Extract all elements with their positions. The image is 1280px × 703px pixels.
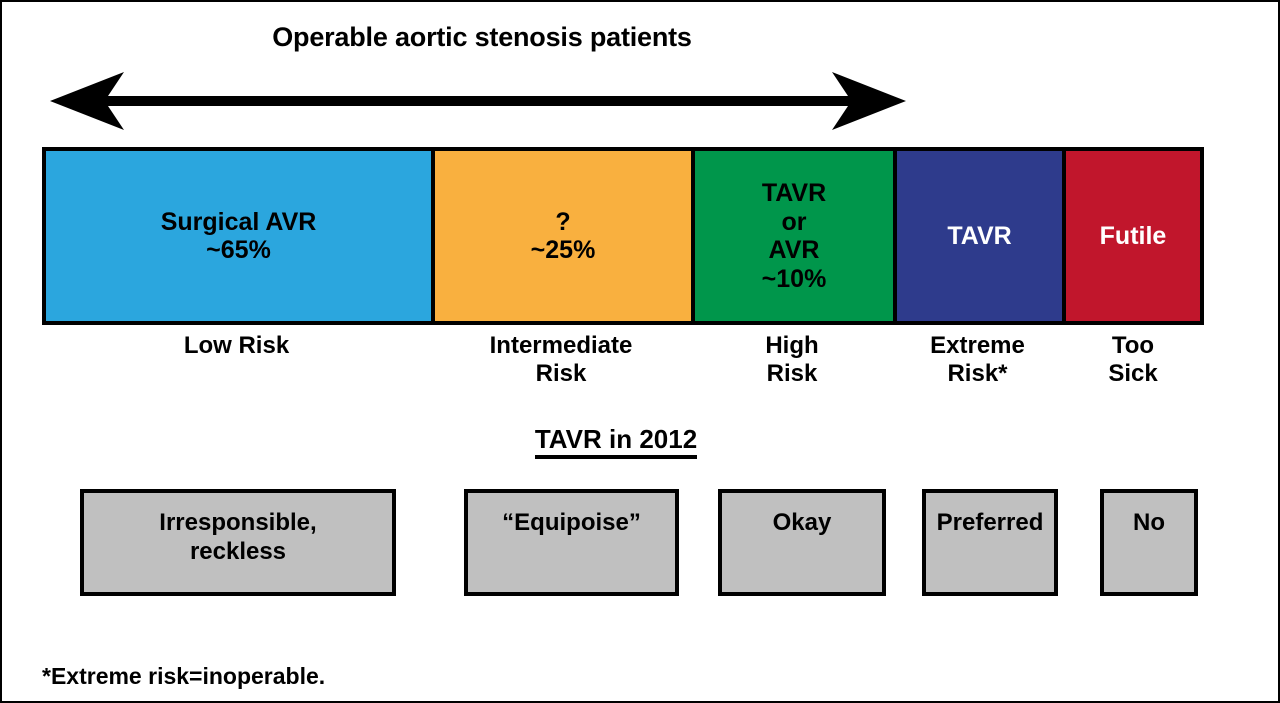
risk-label-high: High Risk — [765, 332, 819, 388]
risk-segment-extreme-label: TAVR — [947, 221, 1012, 250]
double-headed-arrow — [46, 70, 910, 132]
risk-label-too-sick: Too Sick — [1108, 332, 1158, 388]
risk-segment-too-sick-label: Futile — [1099, 221, 1167, 250]
risk-segment-intermediate-label: ? ~25% — [530, 207, 596, 265]
risk-label-extreme: Extreme Risk* — [930, 332, 1025, 388]
figure-title: Operable aortic stenosis patients — [272, 22, 692, 52]
recommendation-box-extreme: Preferred — [922, 489, 1058, 596]
risk-segment-high-label: TAVR or AVR ~10% — [761, 179, 827, 293]
risk-segment-too-sick: Futile — [1066, 151, 1200, 321]
risk-segment-extreme: TAVR — [897, 151, 1066, 321]
risk-spectrum-bar: Surgical AVR ~65% ? ~25% TAVR or AVR ~10… — [42, 147, 1204, 325]
recommendation-box-intermediate: “Equipoise” — [464, 489, 679, 596]
risk-segment-high: TAVR or AVR ~10% — [695, 151, 897, 321]
recommendation-box-high: Okay — [718, 489, 886, 596]
risk-segment-low-label: Surgical AVR ~65% — [160, 207, 317, 265]
risk-label-low: Low Risk — [183, 332, 290, 359]
recommendation-box-too-sick: No — [1100, 489, 1198, 596]
footnote: *Extreme risk=inoperable. — [42, 663, 326, 689]
recommendation-box-low: Irresponsible, reckless — [80, 489, 396, 596]
risk-segment-low: Surgical AVR ~65% — [46, 151, 435, 321]
section-heading: TAVR in 2012 — [2, 424, 1230, 459]
risk-category-labels: Low Risk Intermediate Risk High Risk Ext… — [42, 330, 1204, 406]
risk-segment-intermediate: ? ~25% — [435, 151, 695, 321]
section-heading-text: TAVR in 2012 — [534, 424, 698, 459]
risk-label-intermediate: Intermediate Risk — [489, 332, 633, 388]
